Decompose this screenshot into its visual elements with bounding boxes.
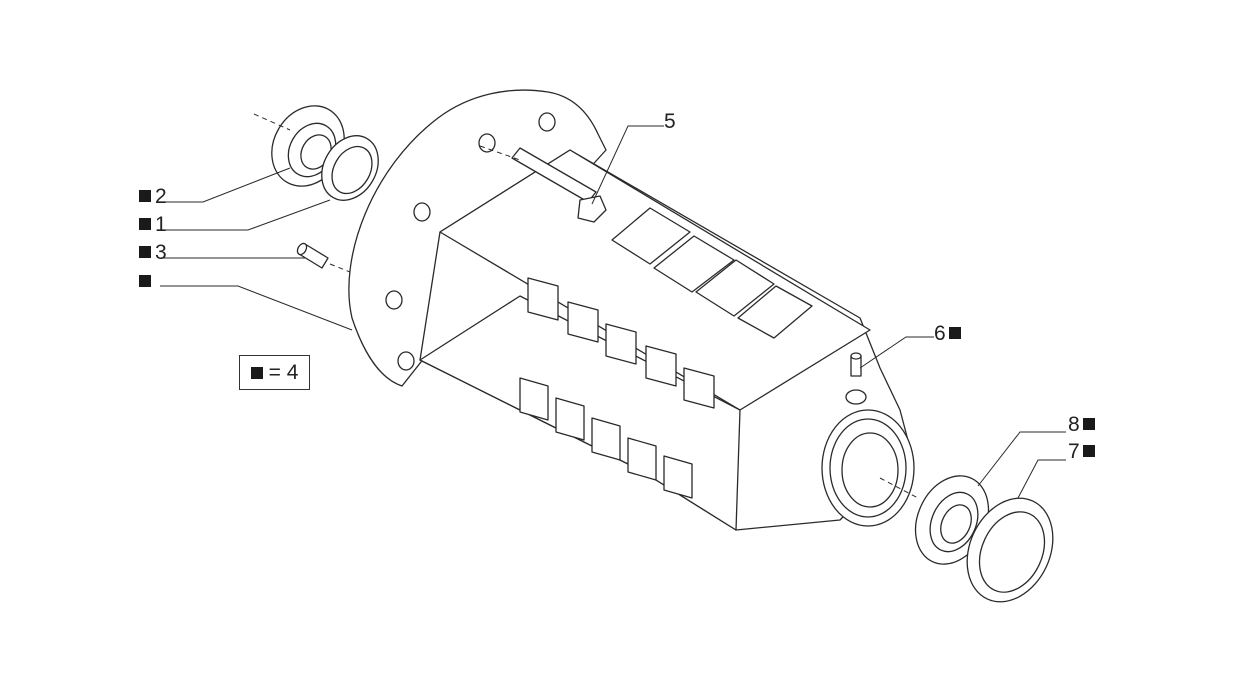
black-square-icon xyxy=(1082,418,1095,430)
callout-7: 7 xyxy=(1068,441,1095,462)
leader-lines xyxy=(160,125,1066,499)
callout-5: 5 xyxy=(664,110,676,133)
callout-8: 8 xyxy=(1068,414,1095,435)
right-seal xyxy=(966,497,1054,603)
callout-1: 1 xyxy=(139,214,167,235)
black-square-icon xyxy=(139,275,151,287)
black-square-icon xyxy=(139,218,151,230)
callout-housing xyxy=(139,271,151,292)
black-square-icon xyxy=(139,190,151,202)
dowel-pin xyxy=(296,242,329,269)
callout-6: 6 xyxy=(934,323,961,344)
black-square-icon xyxy=(948,327,961,339)
callout-2: 2 xyxy=(139,186,167,207)
right-bearing xyxy=(914,475,990,565)
legend-box: = 4 xyxy=(239,355,310,390)
callout-3: 3 xyxy=(139,242,167,263)
grease-nipple xyxy=(850,352,862,377)
axle-housing xyxy=(348,89,915,531)
black-square-icon xyxy=(139,246,151,258)
black-square-icon xyxy=(1082,445,1095,457)
left-seal xyxy=(321,135,379,201)
stud-bolt xyxy=(511,147,607,223)
black-square-icon xyxy=(250,366,263,379)
